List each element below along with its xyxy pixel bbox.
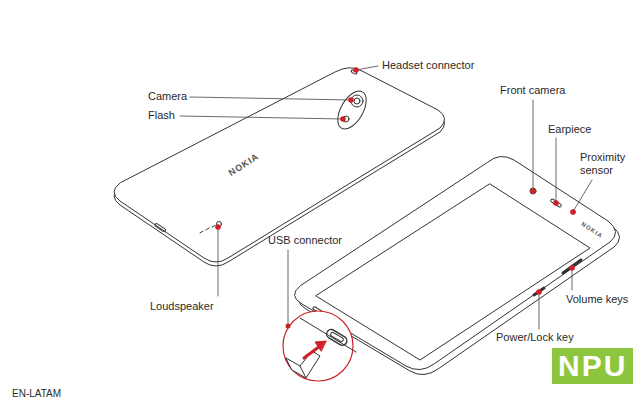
callout-label: USB connector [268, 234, 342, 247]
callout-label: Camera [148, 90, 187, 103]
callout-dots [215, 67, 576, 328]
watermark: NPU [552, 348, 633, 384]
callout-label: Power/Lock key [496, 331, 574, 344]
brand-logo: NOKIA [580, 220, 605, 240]
callout-label: Proximity sensor [580, 151, 636, 177]
usb-inset [283, 311, 353, 381]
leader-lines [180, 66, 592, 329]
callout-label: Earpiece [548, 123, 591, 136]
callout-label: Volume keys [566, 293, 628, 306]
front-phone-housing [294, 156, 615, 369]
callout-label: Flash [148, 109, 175, 122]
usb-insert-arrow [304, 346, 320, 358]
usb-inset-detail [286, 318, 356, 378]
document-code: EN-LATAM [12, 388, 61, 400]
power-key [534, 288, 544, 295]
front-camera [530, 188, 536, 194]
camera-module [332, 86, 372, 133]
callout-label: Headset connector [382, 59, 474, 72]
callout-label: Front camera [500, 84, 565, 97]
proximity-sensor [571, 210, 575, 214]
back-usb-slot [154, 223, 166, 232]
camera-lens-inner [354, 98, 360, 104]
brand-logo: NOKIA [227, 151, 262, 179]
usb-insert-arrowhead [315, 341, 326, 351]
front-screen [316, 184, 590, 360]
callout-label: Loudspeaker [150, 300, 214, 313]
